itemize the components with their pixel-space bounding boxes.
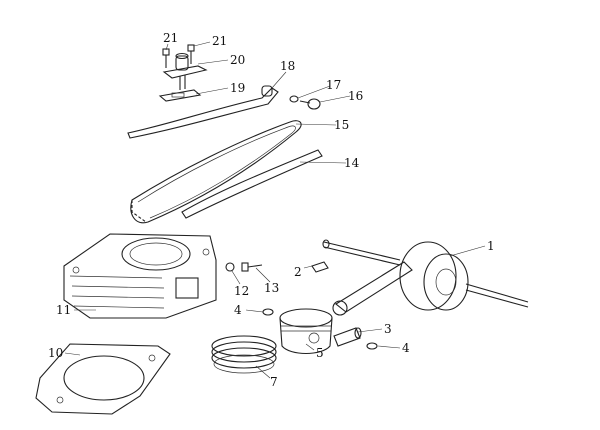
piston-rings — [211, 335, 277, 374]
callout-18: 18 — [280, 59, 295, 73]
callout-14: 14 — [344, 156, 360, 170]
chain-tensioner — [162, 52, 208, 90]
callout-12: 12 — [234, 284, 249, 298]
callout-20: 20 — [230, 53, 245, 67]
callout-16: 16 — [348, 89, 363, 103]
piston-pin-3 — [333, 327, 362, 347]
callout-11: 11 — [56, 303, 71, 317]
callout-labels: 21 21 20 19 18 17 16 15 14 1 2 12 13 11 … — [48, 31, 495, 389]
callout-17: 17 — [326, 78, 341, 92]
callout-10: 10 — [48, 346, 63, 360]
callout-4b: 4 — [402, 341, 410, 355]
tensioner-gasket — [158, 89, 202, 102]
callout-13: 13 — [264, 281, 279, 295]
piston-clip-4b — [366, 342, 378, 350]
cam-chain — [130, 120, 302, 224]
callout-21b: 21 — [212, 34, 227, 48]
bolt-13 — [241, 262, 263, 272]
callout-2: 2 — [294, 265, 302, 279]
piston-clip-4a — [262, 308, 274, 316]
piston — [279, 308, 333, 355]
callout-5: 5 — [316, 346, 324, 360]
callout-21a: 21 — [163, 31, 178, 45]
tensioner-bolts — [162, 44, 195, 68]
crankshaft — [322, 239, 529, 316]
callout-1: 1 — [487, 239, 495, 253]
callout-3: 3 — [384, 322, 392, 336]
washer-12 — [225, 262, 235, 272]
o-ring-17 — [289, 95, 299, 103]
guide-bolt-16 — [299, 98, 321, 110]
chain-guide-lower — [181, 149, 323, 219]
cylinder-base-gasket — [35, 343, 171, 415]
callout-4a: 4 — [234, 303, 242, 317]
callout-15: 15 — [334, 118, 349, 132]
leader-lines — [64, 41, 486, 379]
callout-7: 7 — [270, 375, 278, 389]
cylinder-block — [63, 233, 217, 319]
woodruff-key-2 — [311, 261, 329, 273]
chain-guide-upper — [127, 85, 279, 139]
callout-19: 19 — [230, 81, 245, 95]
